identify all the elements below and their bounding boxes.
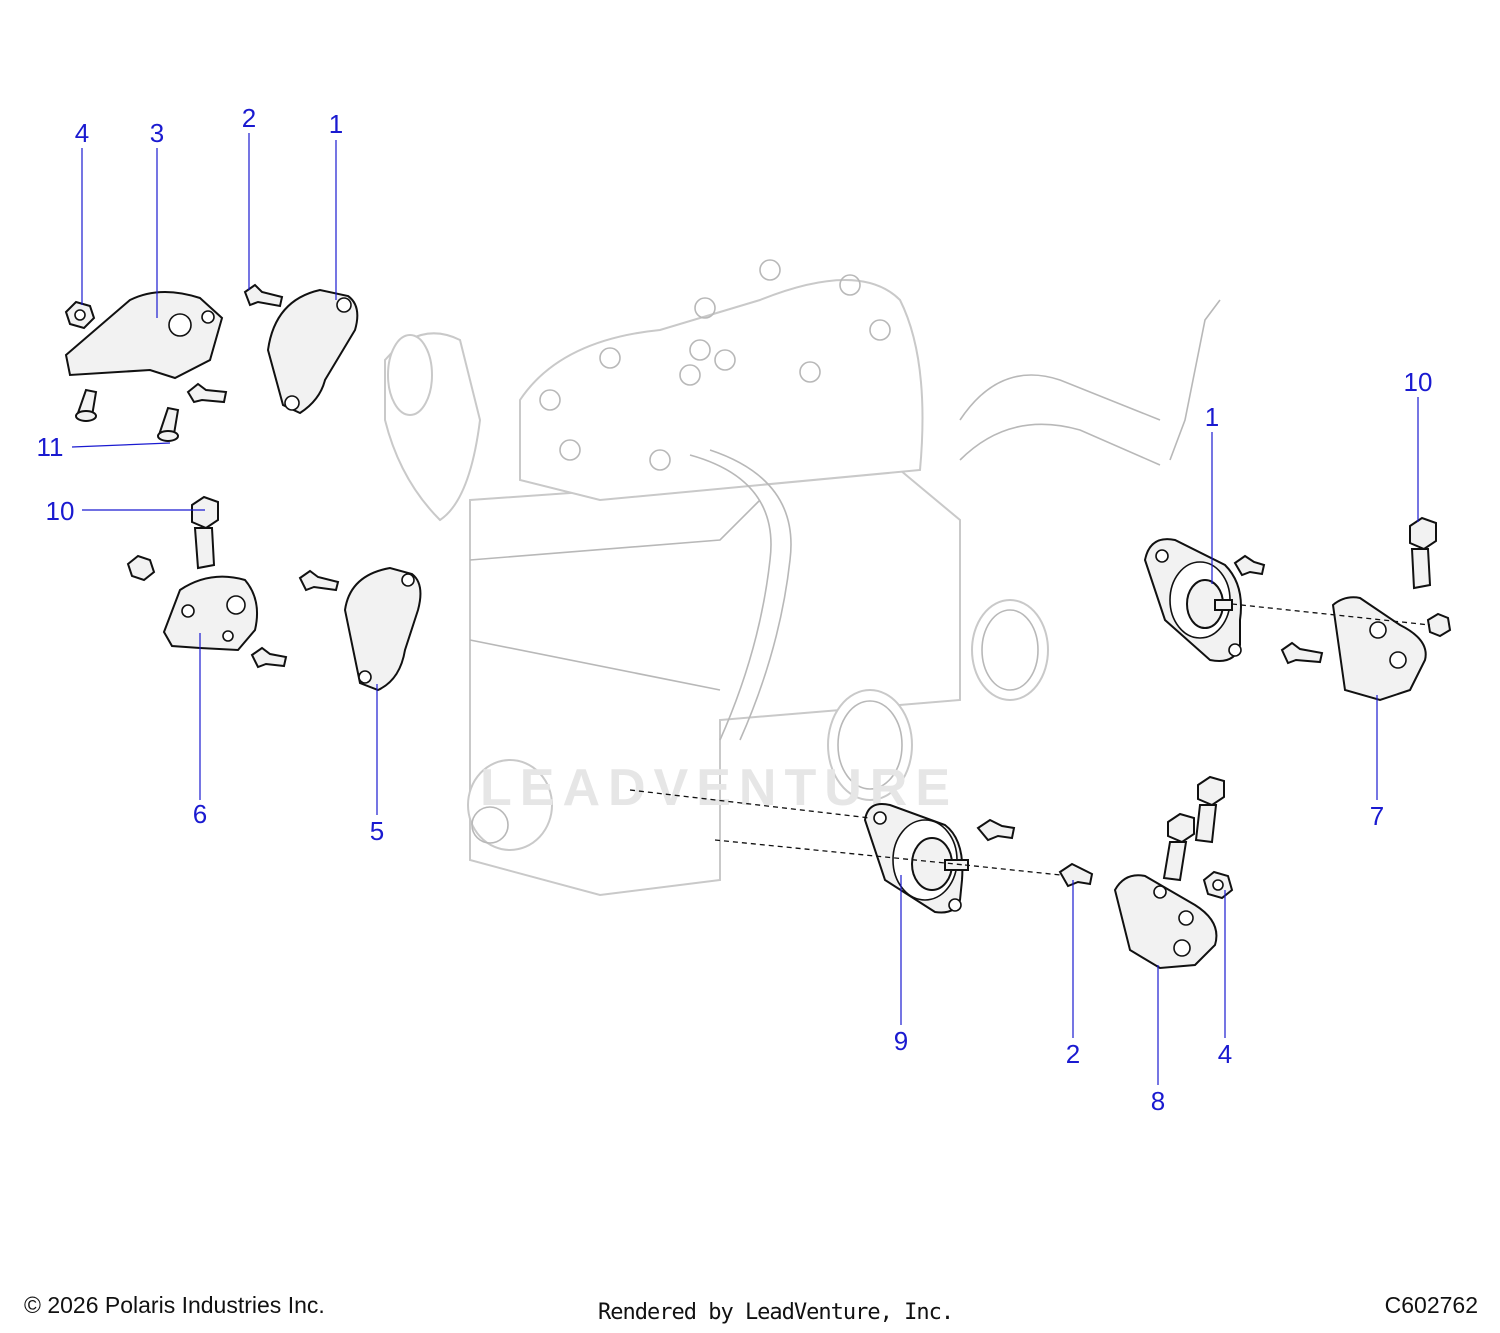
part-2-screw-bottom — [1058, 862, 1094, 888]
callout-6: 6 — [193, 799, 207, 829]
callout-5: 5 — [370, 816, 384, 846]
part-1-mount-top-left — [266, 288, 359, 415]
part-6-bracket-left — [126, 554, 288, 669]
part-5-mount-left — [298, 566, 422, 692]
leader-lines — [71, 133, 1419, 1085]
callout-9: 9 — [894, 1026, 908, 1056]
part-3-bracket-top-left — [64, 290, 224, 380]
rendered-by-text: Rendered by LeadVenture, Inc. — [598, 1300, 954, 1325]
part-11-screws — [75, 382, 228, 442]
callout-10: 10 — [46, 496, 75, 526]
diagram-code: C602762 — [1384, 1292, 1478, 1318]
callout-1: 1 — [329, 109, 343, 139]
callout-1: 1 — [1205, 402, 1219, 432]
callout-7: 7 — [1370, 801, 1384, 831]
callout-2: 2 — [1066, 1039, 1080, 1069]
part-9-mount-bottom — [863, 803, 1016, 914]
engine-assembly: LEADVENTURE — [384, 259, 1221, 897]
part-2-screw-top-left — [243, 283, 284, 308]
part-4-nut-top-left — [64, 300, 96, 330]
callout-10: 10 — [1404, 367, 1433, 397]
callout-3: 3 — [150, 118, 164, 148]
callout-4: 4 — [75, 118, 89, 148]
copyright-text: © 2026 Polaris Industries Inc. — [24, 1292, 325, 1318]
callout-8: 8 — [1151, 1086, 1165, 1116]
part-10-bolt-right — [1409, 516, 1437, 590]
part-10-bolt-left — [191, 495, 219, 570]
part-1-mount-right — [1143, 538, 1266, 662]
part-4-nut-bottom — [1202, 870, 1234, 900]
part-7-bracket-right — [1280, 596, 1452, 702]
callout-4: 4 — [1218, 1039, 1232, 1069]
part-8-bracket-bottom — [1113, 775, 1225, 970]
callout-11: 11 — [37, 432, 64, 462]
callout-2: 2 — [242, 103, 256, 133]
